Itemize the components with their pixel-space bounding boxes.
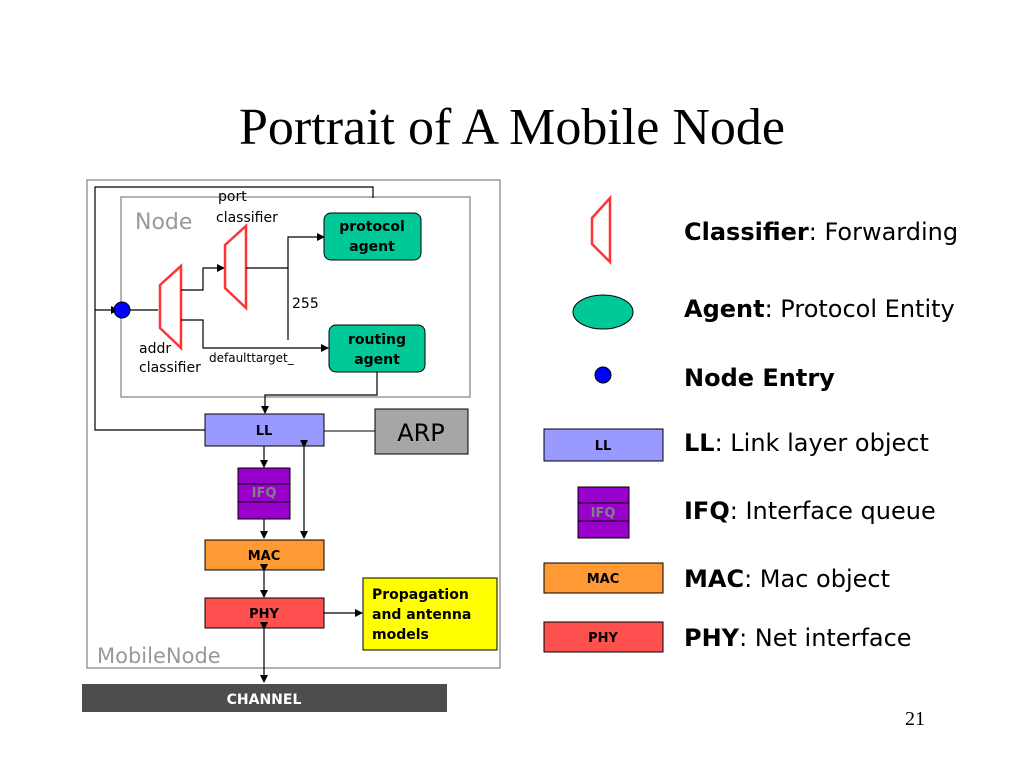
routing-agent-label-1: routing (348, 332, 406, 348)
protocol-agent-box (323, 212, 422, 261)
addr-classifier-shape (158, 263, 183, 351)
phy-label: PHY (249, 607, 279, 622)
legend-ll-desc: : Link layer object (714, 429, 929, 457)
legend-mac-desc: : Mac object (744, 565, 890, 593)
legend-classifier-icon (590, 194, 612, 266)
legend-phy-desc: : Net interface (739, 624, 912, 652)
legend-mac-box (543, 562, 664, 594)
legend-mac-box-label: MAC (587, 572, 620, 587)
legend-node-entry-text: Node Entry (684, 364, 835, 392)
legend-agent-text: Agent: Protocol Entity (684, 295, 955, 323)
propagation-box (362, 577, 498, 651)
port-classifier-label-1: port (218, 189, 247, 205)
page-number: 21 (905, 708, 925, 730)
propagation-label-2: and antenna (372, 607, 471, 623)
channel-label: CHANNEL (227, 692, 302, 708)
legend-ifq-text: IFQ: Interface queue (684, 497, 936, 525)
legend-ifq-desc: : Interface queue (729, 497, 936, 525)
legend-phy-text: PHY: Net interface (684, 624, 912, 652)
legend-phy-box (543, 621, 664, 653)
legend-ifq-box-label: IFQ (591, 506, 616, 521)
ifq-box (237, 467, 291, 520)
legend-classifier-text: Classifier: Forwarding (684, 218, 958, 246)
legend-mac-term: MAC (684, 565, 745, 593)
routing-to-ll-line (261, 372, 378, 414)
ifq-label: IFQ (252, 486, 277, 501)
legend-agent-term: Agent (684, 295, 765, 323)
legend-ll-term: LL (684, 429, 715, 457)
legend-classifier-term: Classifier (684, 218, 809, 246)
slide-title: Portrait of A Mobile Node (239, 99, 785, 156)
addr-to-port-line (181, 264, 225, 291)
addr-classifier-label-2: classifier (139, 360, 201, 376)
loop-line (217, 186, 374, 198)
legend-ll-box (543, 428, 664, 462)
addr-classifier-label-1: addr (139, 341, 171, 357)
port-classifier-label-2: classifier (216, 210, 278, 226)
routing-agent-label-2: agent (354, 352, 400, 368)
legend-node-entry-term: Node Entry (684, 364, 835, 392)
legend-ll-text: LL: Link layer object (684, 429, 929, 457)
legend-ifq-term: IFQ (684, 497, 730, 525)
port-to-protocol-line (246, 233, 325, 269)
arp-label: ARP (397, 419, 445, 447)
propagation-label-3: models (372, 627, 429, 643)
legend-phy-box-label: PHY (588, 631, 618, 646)
legend-phy-term: PHY (684, 624, 740, 652)
legend-ifq-box (577, 486, 630, 539)
protocol-agent-label-1: protocol (339, 219, 405, 235)
legend-agent-desc: : Protocol Entity (764, 295, 955, 323)
node-box (120, 196, 471, 398)
legend-classifier-desc: : Forwarding (808, 218, 959, 246)
node-entry-point (113, 301, 131, 319)
legend-mac-text: MAC: Mac object (684, 565, 890, 593)
outer-loop-line (94, 186, 217, 431)
legend-ll-box-label: LL (595, 439, 612, 454)
legend-node-entry-icon (594, 366, 612, 384)
addr-default-line (181, 319, 329, 352)
propagation-label-1: Propagation (372, 587, 469, 603)
mobilenode-box (86, 179, 501, 669)
mac-label: MAC (248, 549, 281, 564)
ll-label: LL (256, 424, 273, 439)
port-classifier-shape (223, 223, 248, 311)
port-255-label: 255 (292, 296, 319, 312)
protocol-agent-label-2: agent (349, 239, 395, 255)
arp-box (374, 408, 469, 455)
legend-agent-icon (572, 294, 634, 330)
channel-bar (82, 684, 447, 712)
defaulttarget-label: defaulttarget_ (209, 351, 295, 365)
mobilenode-label: MobileNode (97, 644, 221, 668)
node-label: Node (135, 210, 192, 235)
